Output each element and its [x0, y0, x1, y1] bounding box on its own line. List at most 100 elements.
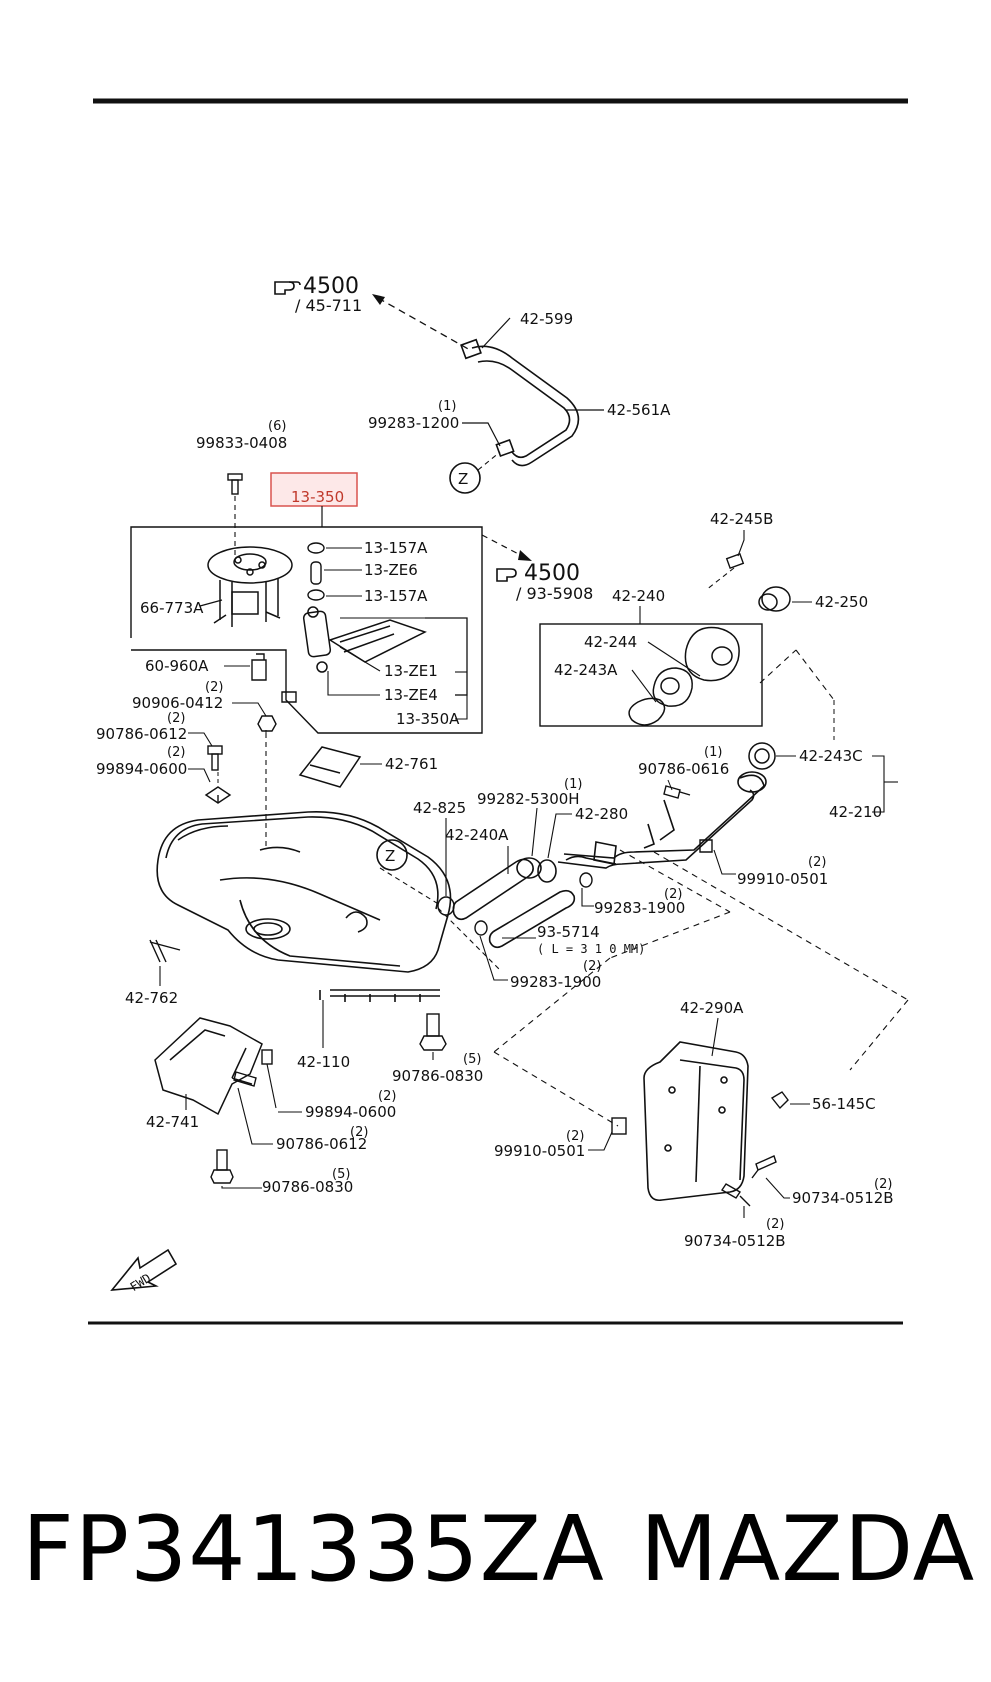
- guard-42-741-drawing: [154, 1017, 263, 1116]
- bolt-90734-a-drawing: [751, 1155, 777, 1179]
- label-42-561A: 42-561A: [607, 401, 671, 419]
- bolt-90786-0616-drawing: [663, 785, 691, 799]
- label-60-960A: 60-960A: [145, 657, 209, 675]
- ref-mid-number: 4500: [524, 561, 580, 586]
- pump-sender-assembly-drawing: [207, 546, 293, 627]
- ref-top-sub: / 45-711: [295, 296, 362, 315]
- qty-90786-0612-b: (2): [350, 1125, 368, 1140]
- qty-99283-1200: (1): [438, 399, 456, 414]
- label-99283-1900-a: 99283-1900: [594, 899, 685, 917]
- label-90734-0512B-a: 90734-0512B: [792, 1189, 894, 1207]
- label-42-210: 42-210: [829, 803, 882, 821]
- qty-99894-0600-b: (2): [378, 1089, 396, 1104]
- breather-hose-drawing: [460, 338, 580, 467]
- hand-pointer-icon: [274, 281, 301, 295]
- label-99282-5300H: 99282-5300H: [477, 790, 580, 808]
- fuel-pump-drawing: [302, 606, 427, 673]
- label-93-5714: 93-5714: [537, 923, 600, 941]
- bolt-90734-b-drawing: [721, 1183, 751, 1207]
- qty-90734-0512B-a: (2): [874, 1177, 892, 1192]
- label-42-240: 42-240: [612, 587, 665, 605]
- bolt-90786-0612-a-drawing: [207, 745, 223, 771]
- clip-99894-a-drawing: [204, 786, 232, 804]
- brand-name: MAZDA: [640, 1497, 976, 1602]
- bolt-42-245B-drawing: [725, 553, 745, 569]
- label-90906-0412: 90906-0412: [132, 694, 223, 712]
- clip-56-145C-drawing: [770, 1091, 789, 1110]
- label-99894-0600-a: 99894-0600: [96, 760, 187, 778]
- callout-z-top: [449, 462, 481, 494]
- qty-90786-0612-a: (2): [167, 711, 185, 726]
- nut-99910-b-drawing: [611, 1117, 627, 1135]
- filler-lid-box-42-240: [539, 623, 763, 727]
- callout-z-tank-letter: Z: [385, 847, 395, 865]
- qty-99833-0408: (6): [268, 419, 286, 434]
- callout-z-top-letter: Z: [458, 470, 468, 488]
- highlight-13-350-box: [270, 472, 358, 507]
- length-93-5714: ( L = 3 1 0 MM): [537, 942, 645, 956]
- label-90786-0616: 90786-0616: [638, 760, 729, 778]
- label-42-244: 42-244: [584, 633, 637, 651]
- label-56-145C: 56-145C: [812, 1095, 876, 1113]
- label-90786-0612-a: 90786-0612: [96, 725, 187, 743]
- qty-90786-0830-a: (5): [463, 1052, 481, 1067]
- label-13-ZE4: 13-ZE4: [384, 686, 438, 704]
- label-42-245B: 42-245B: [710, 510, 773, 528]
- callout-z-tank: [376, 839, 408, 871]
- label-90786-0830-b: 90786-0830: [262, 1178, 353, 1196]
- pump-unit-bracket: [130, 526, 483, 734]
- qty-90734-0512B-b: (2): [766, 1217, 784, 1232]
- label-90786-0612-b: 90786-0612: [276, 1135, 367, 1153]
- qty-99282-5300H: (1): [564, 777, 582, 792]
- fuel-tank-parts-diagram: 4500 / 45-711 42-599 42-561A (1) 99283-1…: [88, 98, 909, 1325]
- label-42-243C: 42-243C: [799, 747, 863, 765]
- qty-99910-0501-b: (2): [566, 1129, 584, 1144]
- highlight-13-350-label: 13-350: [291, 488, 344, 506]
- bracket-60-960A-drawing: [251, 653, 297, 703]
- label-99833-0408: 99833-0408: [196, 434, 287, 452]
- label-42-762: 42-762: [125, 989, 178, 1007]
- label-42-599: 42-599: [520, 310, 573, 328]
- clip-13-157A-upper-drawing: [307, 542, 325, 554]
- qty-90786-0830-b: (5): [332, 1167, 350, 1182]
- label-13-157A-upper: 13-157A: [364, 539, 428, 557]
- label-99283-1900-b: 99283-1900: [510, 973, 601, 991]
- bolt-90786-0830-b-drawing: [210, 1149, 234, 1184]
- bolt-90786-0612-b-drawing: [231, 1071, 257, 1087]
- qty-90786-0616: (1): [704, 745, 722, 760]
- label-42-741: 42-741: [146, 1113, 199, 1131]
- clip-99894-b-drawing: [261, 1049, 273, 1065]
- nut-99910-a-drawing: [699, 839, 713, 853]
- cap-42-250-drawing: [758, 586, 791, 612]
- label-42-825: 42-825: [413, 799, 466, 817]
- qty-99894-0600-a: (2): [167, 745, 185, 760]
- fwd-label: FWD: [128, 1271, 154, 1294]
- label-13-350A: 13-350A: [396, 710, 460, 728]
- clip-13-157A-lower-drawing: [307, 589, 325, 601]
- label-99894-0600-b: 99894-0600: [305, 1103, 396, 1121]
- nut-90906-drawing: [257, 715, 277, 732]
- ref-mid-sub: / 93-5908: [516, 584, 593, 603]
- label-99283-1200: 99283-1200: [368, 414, 459, 432]
- ref-top-number: 4500: [303, 274, 359, 299]
- fuel-tank-42-110-drawing: [156, 810, 452, 1002]
- label-90734-0512B-b: 90734-0512B: [684, 1232, 786, 1250]
- label-42-250: 42-250: [815, 593, 868, 611]
- label-42-280: 42-280: [575, 805, 628, 823]
- qty-99283-1900-a: (2): [664, 887, 682, 902]
- label-42-240A: 42-240A: [445, 826, 509, 844]
- clip-99283-1900-b-drawing: [474, 920, 488, 936]
- label-90786-0830-a: 90786-0830: [392, 1067, 483, 1085]
- clip-99283-1900-a-drawing: [579, 872, 593, 888]
- label-13-157A-lower: 13-157A: [364, 587, 428, 605]
- bolt-90786-0830-a-drawing: [419, 1013, 447, 1051]
- qty-99910-0501-a: (2): [808, 855, 826, 870]
- filler-lid-drawing: [628, 626, 740, 726]
- label-66-773A: 66-773A: [140, 599, 204, 617]
- qty-90906-0412: (2): [205, 680, 223, 695]
- fwd-arrow-icon: [110, 1248, 178, 1291]
- strap-42-762-drawing: [149, 939, 181, 963]
- label-42-290A: 42-290A: [680, 999, 744, 1017]
- label-42-761: 42-761: [385, 755, 438, 773]
- hand-pointer-icon-mid: [496, 568, 517, 582]
